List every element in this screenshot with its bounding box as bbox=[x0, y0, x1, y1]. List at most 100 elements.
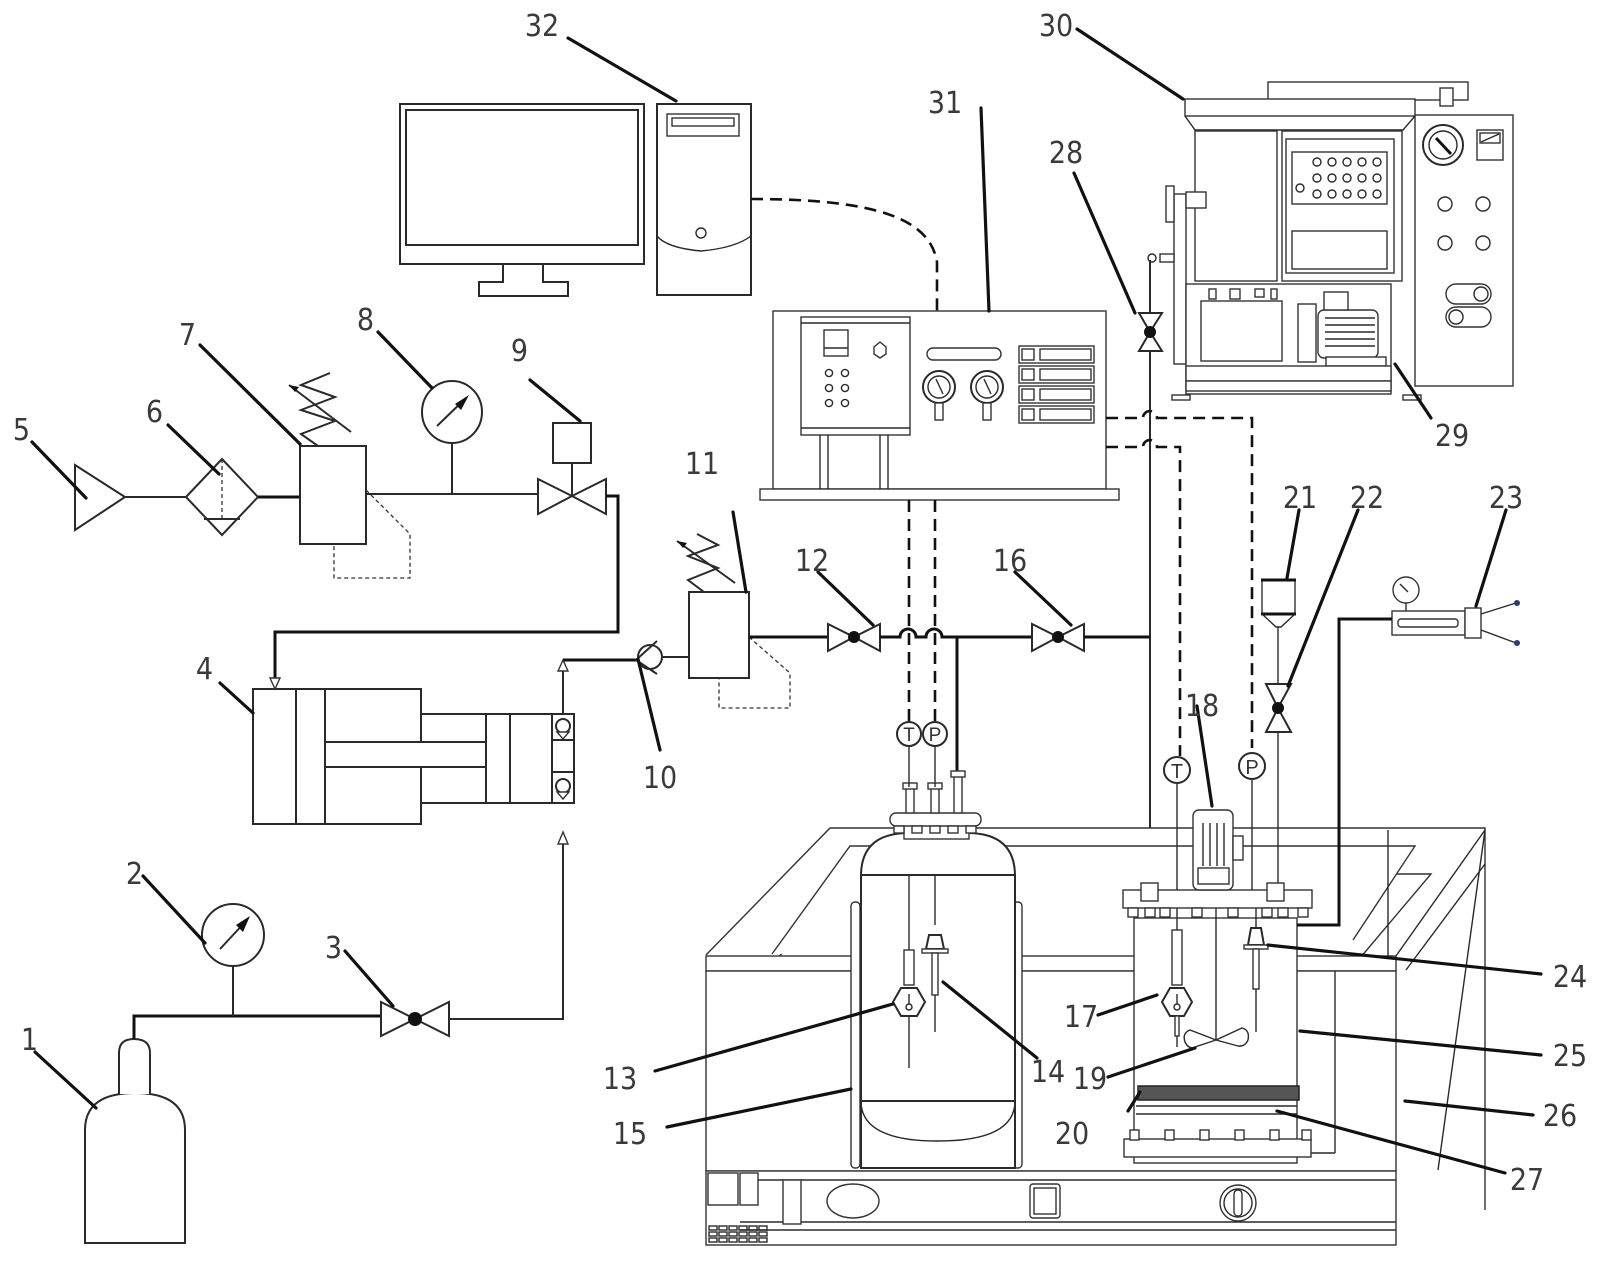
pump-panel-button bbox=[1312, 189, 1322, 199]
flange-bolt bbox=[1261, 907, 1273, 918]
label-25: 25 bbox=[1553, 1039, 1587, 1074]
base-bolt bbox=[1199, 1129, 1210, 1141]
air-source bbox=[74, 463, 127, 532]
controller-gauge-2 bbox=[970, 370, 1004, 421]
flange-bolt bbox=[1297, 907, 1309, 918]
tank-temperature-tag: T bbox=[903, 725, 915, 746]
label-22: 22 bbox=[1350, 481, 1384, 516]
label-6: 6 bbox=[146, 395, 163, 430]
base-bolts bbox=[1129, 1129, 1312, 1141]
label-1: 1 bbox=[21, 1023, 38, 1058]
leader-lines bbox=[30, 27, 1543, 1175]
gas-booster-pump bbox=[252, 688, 575, 825]
pump-panel-button bbox=[1372, 173, 1382, 183]
pressure-gauge-8 bbox=[421, 380, 483, 494]
label-24: 24 bbox=[1553, 960, 1587, 995]
pump-panel-button bbox=[1342, 173, 1352, 183]
base-bolt bbox=[1234, 1129, 1245, 1141]
label-4: 4 bbox=[196, 652, 213, 687]
signal-cables-vessel bbox=[1106, 409, 1254, 756]
pump-panel-button bbox=[1342, 157, 1352, 167]
keypad-key bbox=[718, 1225, 728, 1231]
flange-bolt bbox=[1191, 907, 1203, 918]
vacuum-pump-motor bbox=[1317, 291, 1387, 367]
label-26: 26 bbox=[1543, 1099, 1577, 1134]
pump-panel-button bbox=[1312, 157, 1322, 167]
flange-bolt bbox=[1227, 907, 1239, 918]
valve-16 bbox=[1031, 622, 1085, 653]
label-27: 27 bbox=[1510, 1163, 1544, 1198]
vacuum-pump-unit bbox=[1147, 81, 1514, 401]
keypad-key bbox=[748, 1237, 758, 1243]
gas-storage-tank bbox=[850, 770, 1023, 1169]
controller-gauge-1 bbox=[922, 370, 956, 421]
valve-3 bbox=[380, 1000, 450, 1038]
label-9: 9 bbox=[511, 334, 528, 369]
pump-panel-button bbox=[1357, 189, 1367, 199]
indicator-lamps bbox=[824, 368, 850, 408]
tank-pressure-tag: P bbox=[929, 725, 942, 746]
vacuum-valve bbox=[1137, 312, 1164, 352]
liquid-feed-funnel bbox=[1261, 578, 1296, 628]
valve-22 bbox=[1264, 683, 1293, 733]
vessel-sensor-tags: T P bbox=[1163, 752, 1266, 890]
label-2: 2 bbox=[126, 857, 143, 892]
tank-pressure-sensor bbox=[921, 876, 949, 1032]
label-17: 17 bbox=[1064, 1000, 1098, 1035]
label-11: 11 bbox=[685, 447, 719, 482]
reaction-vessel bbox=[1122, 809, 1336, 1164]
air-filter bbox=[184, 457, 260, 537]
flow-meter bbox=[1391, 576, 1520, 646]
pump-panel-button bbox=[1327, 157, 1337, 167]
vessel-pressure-tag: P bbox=[1245, 757, 1258, 779]
base-bolt bbox=[1269, 1129, 1280, 1141]
keypad-key bbox=[708, 1225, 718, 1231]
computer-tower bbox=[656, 103, 752, 296]
monitor bbox=[399, 103, 645, 297]
pressure-reducing-valve-11 bbox=[676, 533, 791, 709]
pump-panel-button bbox=[1342, 189, 1352, 199]
vessel-temperature-sensor bbox=[1160, 908, 1194, 1047]
keypad-key bbox=[728, 1225, 738, 1231]
pump-panel-button bbox=[1327, 173, 1337, 183]
label-20: 20 bbox=[1055, 1117, 1089, 1152]
bath-keypad bbox=[708, 1225, 768, 1243]
keypad-key bbox=[728, 1237, 738, 1243]
label-14: 14 bbox=[1031, 1055, 1065, 1090]
label-28: 28 bbox=[1049, 136, 1083, 171]
keypad-key bbox=[738, 1225, 748, 1231]
flange-bolt bbox=[1127, 907, 1139, 918]
label-15: 15 bbox=[613, 1117, 647, 1152]
pressure-regulating-valve-7 bbox=[288, 372, 411, 579]
label-13: 13 bbox=[603, 1062, 637, 1097]
vessel-pressure-sensor bbox=[1243, 908, 1269, 1032]
flange-bolt bbox=[1144, 907, 1156, 918]
tank-sensor-tags: T P bbox=[896, 721, 948, 787]
label-16: 16 bbox=[993, 544, 1027, 579]
vessel-flange-bolts bbox=[1127, 907, 1309, 918]
computer bbox=[399, 103, 752, 297]
keypad-key bbox=[708, 1231, 718, 1237]
display-modules bbox=[1018, 345, 1095, 424]
keypad-key bbox=[758, 1231, 768, 1237]
base-bolt bbox=[1301, 1129, 1312, 1141]
label-23: 23 bbox=[1489, 481, 1523, 516]
base-bolt bbox=[1164, 1129, 1175, 1141]
keypad-key bbox=[758, 1237, 768, 1243]
pump-panel-button bbox=[1312, 173, 1322, 183]
gas-cylinder bbox=[84, 1037, 186, 1244]
label-10: 10 bbox=[643, 761, 677, 796]
keypad-key bbox=[748, 1225, 758, 1231]
label-3: 3 bbox=[325, 931, 342, 966]
pump-panel-button bbox=[1357, 173, 1367, 183]
keypad-key bbox=[718, 1231, 728, 1237]
label-12: 12 bbox=[795, 544, 829, 579]
valve-12 bbox=[827, 622, 881, 653]
label-19: 19 bbox=[1073, 1062, 1107, 1097]
base-bolt bbox=[1129, 1129, 1140, 1141]
keypad-key bbox=[708, 1237, 718, 1243]
pump-panel-button bbox=[1372, 157, 1382, 167]
tank-temperature-sensor bbox=[891, 876, 927, 1068]
keypad-key bbox=[738, 1237, 748, 1243]
